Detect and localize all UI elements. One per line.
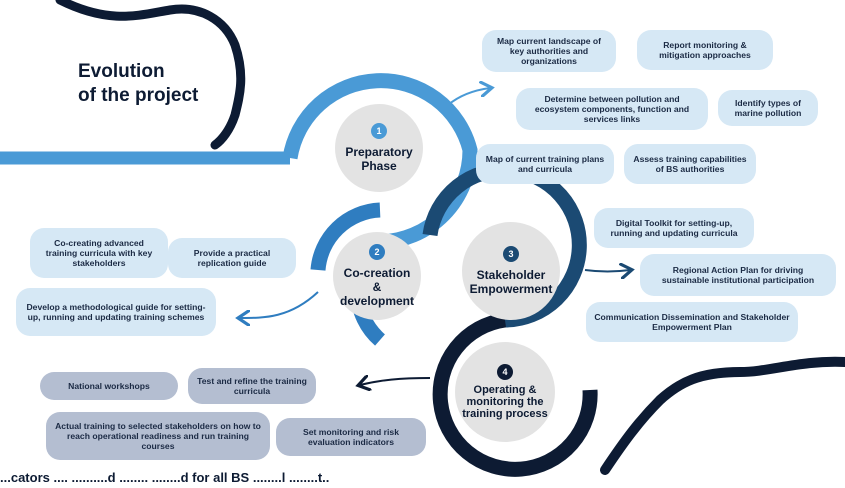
stage-4-item: Set monitoring and risk evaluation indic…: [276, 418, 426, 456]
stage-2-item: Co-creating advanced training curricula …: [30, 228, 168, 278]
stage-1-item: Report monitoring & mitigation approache…: [637, 30, 773, 70]
page-title: Evolution of the project: [78, 60, 218, 108]
stage-1-item: Map of current training plans and curric…: [476, 144, 614, 184]
footer-caption: ...cators .... ..........d ........ ....…: [0, 470, 330, 485]
title-line-1: Evolution: [78, 61, 165, 82]
title-line-2: of the project: [78, 85, 199, 106]
stage-4-item: Test and refine the training curricula: [188, 368, 316, 404]
stage-2-item: Provide a practical replication guide: [168, 238, 296, 278]
stage-1-item: Assess training capabilities of BS autho…: [624, 144, 756, 184]
stage-3-number: 3: [503, 246, 519, 262]
stage-4-item: Actual training to selected stakeholders…: [46, 412, 270, 460]
stage-1-circle: 1 Preparatory Phase: [335, 104, 423, 192]
stage-1-item: Determine between pollution and ecosyste…: [516, 88, 708, 130]
stage-1-number: 1: [371, 123, 387, 139]
stage-3-item: Regional Action Plan for driving sustain…: [640, 254, 836, 296]
stage-3-item: Communication Dissemination and Stakehol…: [586, 302, 798, 342]
river-top-decoration: [55, 0, 246, 150]
stage-1-label: Preparatory Phase: [345, 145, 413, 173]
stage-4-circle: 4 Operating & monitoring the training pr…: [455, 342, 555, 442]
stage-4-label: Operating & monitoring the training proc…: [462, 384, 548, 420]
stage-1-item: Map current landscape of key authorities…: [482, 30, 616, 72]
stage-3-item: Digital Toolkit for setting-up, running …: [594, 208, 754, 248]
stage-3-label: Stakeholder Empowerment: [469, 268, 553, 296]
stage-4-number: 4: [497, 364, 513, 380]
stage-3-circle: 3 Stakeholder Empowerment: [462, 222, 560, 320]
stage-2-number: 2: [369, 244, 385, 260]
stage-1-item: Identify types of marine pollution: [718, 90, 818, 126]
stage-2-label: Co-creation & development: [339, 266, 414, 308]
stage-2-item: Develop a methodological guide for setti…: [16, 288, 216, 336]
river-bottom-decoration: [600, 356, 845, 475]
stage-4-item: National workshops: [40, 372, 178, 400]
stage-2-circle: 2 Co-creation & development: [333, 232, 421, 320]
